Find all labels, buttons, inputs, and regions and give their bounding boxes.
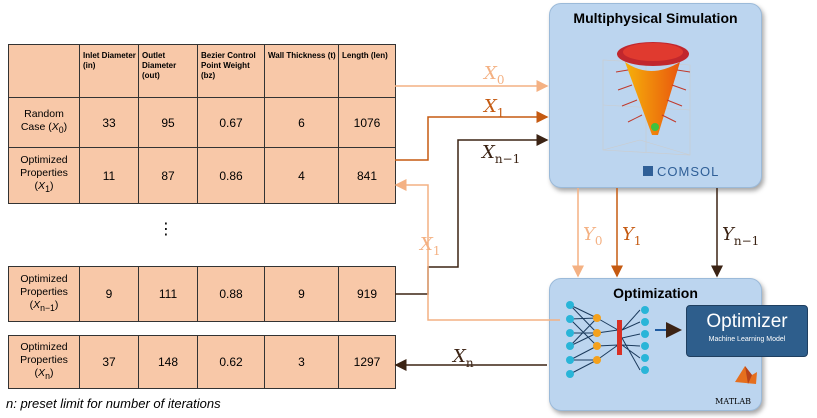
row-label: Optimized Properties (Xn−1) (8, 266, 80, 322)
cell-length: 1297 (338, 335, 396, 389)
header-wall-thickness: Wall Thickness (t) (264, 44, 339, 98)
arrow-x1 (395, 111, 549, 161)
row-label-line1: Optimized (20, 272, 68, 285)
row-label: Optimized Properties (X1) (8, 147, 80, 204)
matlab-logo-icon (735, 366, 757, 384)
optimization-title: Optimization (613, 285, 698, 301)
cell-inlet: 9 (79, 266, 139, 322)
properties-table-xn: Optimized Properties (Xn) 37 148 0.62 3 … (8, 335, 396, 389)
cell-outlet: 95 (138, 97, 198, 148)
row-label-line1: Optimized (20, 340, 68, 353)
cell-length: 919 (338, 266, 396, 322)
matlab-logo-text: MATLAB (715, 397, 751, 406)
cell-inlet: 33 (79, 97, 139, 148)
row-label-line2: Properties (20, 353, 68, 366)
table-row-x1: Optimized Properties (X1) 11 87 0.86 4 8… (8, 147, 396, 204)
row-label: Optimized Properties (Xn) (8, 335, 80, 389)
cell-outlet: 87 (138, 147, 198, 204)
cell-wall: 4 (264, 147, 339, 204)
table-row-xn1: Optimized Properties (Xn−1) 9 111 0.88 9… (8, 266, 396, 322)
arrow-xn1 (395, 134, 549, 295)
optimizer-subtitle: Machine Learning Model (708, 336, 786, 343)
optimizer-title: Optimizer (706, 311, 788, 332)
row-symbol: X (33, 298, 41, 311)
header-inlet-diameter: Inlet Diameter (in) (79, 44, 139, 98)
cell-outlet: 148 (138, 335, 198, 389)
row-symbol: X (51, 120, 59, 133)
header-length: Length (len) (338, 44, 396, 98)
footnote: n: preset limit for number of iterations (6, 396, 221, 411)
label-y0: Y0 (583, 224, 603, 248)
cell-wall: 3 (264, 335, 339, 389)
cell-length: 841 (338, 147, 396, 204)
cell-bezier: 0.67 (197, 97, 265, 148)
comsol-logo-text: COMSOL (657, 164, 719, 179)
row-subscript: n−1 (40, 303, 55, 314)
label-xn1: Xn−1 (480, 142, 520, 166)
row-label-line2: Case (20, 120, 46, 133)
cell-bezier: 0.86 (197, 147, 265, 204)
comsol-funnel-image (602, 42, 691, 156)
cell-bezier: 0.62 (197, 335, 265, 389)
properties-table-xn1: Optimized Properties (Xn−1) 9 111 0.88 9… (8, 266, 396, 322)
row-label-line2: Properties (20, 285, 68, 298)
row-subscript: n (45, 371, 50, 382)
label-y1: Y1 (622, 224, 642, 248)
row-subscript: 0 (58, 125, 64, 136)
header-corner (8, 44, 80, 98)
arrow-x1-back (394, 179, 560, 321)
row-label-line1: Random (24, 107, 64, 120)
ellipsis: ⋮ (158, 221, 174, 238)
label-x0: X0 (482, 63, 504, 87)
table-row-xn: Optimized Properties (Xn) 37 148 0.62 3 … (8, 335, 396, 389)
row-label: Random Case (X0) (8, 97, 80, 148)
optimizer-panel: Optimizer Machine Learning Model (686, 305, 808, 357)
label-x1: X1 (482, 96, 504, 120)
label-xn: Xn (451, 346, 474, 370)
label-yn1: Yn−1 (722, 224, 759, 248)
row-symbol: X (38, 180, 46, 193)
row-symbol: X (38, 366, 46, 379)
neural-network-icon (566, 301, 682, 378)
cell-outlet: 111 (138, 266, 198, 322)
row-label-line1: Optimized (20, 154, 68, 167)
simulation-title: Multiphysical Simulation (573, 10, 738, 26)
properties-table-top: Inlet Diameter (in) Outlet Diameter (out… (8, 44, 396, 204)
row-label-line2: Properties (20, 167, 68, 180)
label-x1-back: X1 (418, 234, 440, 258)
optimization-box: Optimization Optimizer Machine Learning … (549, 278, 808, 411)
cell-inlet: 11 (79, 147, 139, 204)
comsol-logo: COMSOL (643, 164, 719, 179)
table-header-row: Inlet Diameter (in) Outlet Diameter (out… (8, 44, 396, 98)
row-subscript: 1 (45, 184, 50, 195)
cell-inlet: 37 (79, 335, 139, 389)
